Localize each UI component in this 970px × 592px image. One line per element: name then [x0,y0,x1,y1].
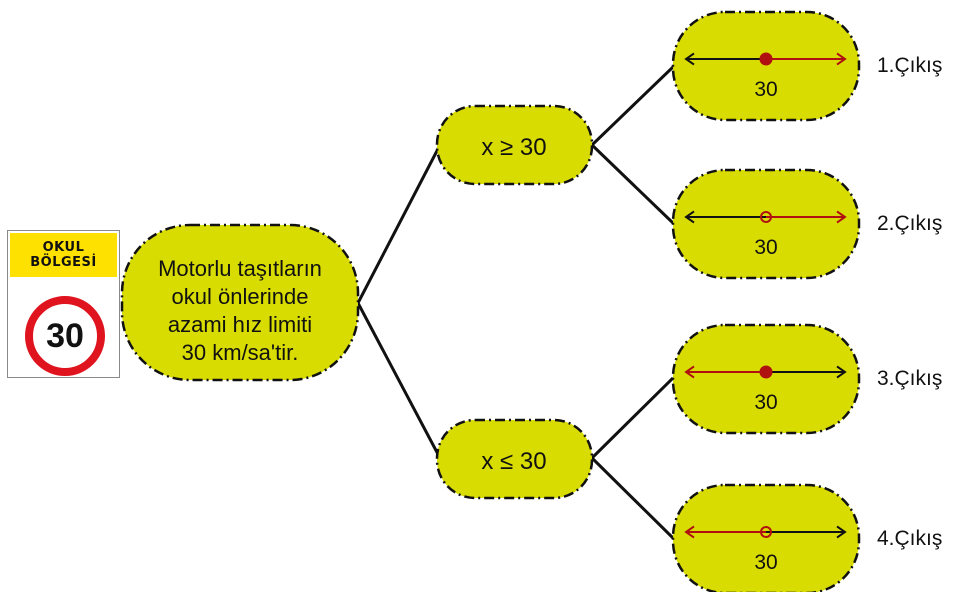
arrow-head [836,52,847,66]
connector-upper-out1 [590,65,675,147]
output-pill [671,168,861,280]
connector-root-upper [356,144,442,304]
output-node-2: 30 2.Çıkış [671,168,942,280]
output-node-1: 30 1.Çıkış [671,10,942,122]
branch-upper-pill [435,104,594,186]
output-pill [671,10,861,122]
output-value: 30 [754,236,777,259]
output-label: 3.Çıkış [877,367,942,390]
open-point [760,526,772,538]
output-pill [671,323,861,435]
sign-word-bolgesi: BÖLGESİ [30,255,97,270]
connector-lower-out4 [590,456,675,540]
arrow-head [684,365,695,379]
sign-header: OKUL BÖLGESİ [10,233,117,277]
output-label: 2.Çıkış [877,212,942,235]
root-line-3: azami hız limiti [168,312,312,337]
speed-limit-number: 30 [46,316,84,355]
connector-lower-out3 [590,376,675,460]
connectors [356,65,675,540]
output-label: 4.Çıkış [877,527,942,550]
school-zone-sign: OKUL BÖLGESİ 30 [7,230,120,378]
arrow-head [836,210,847,224]
output-pill [671,483,861,592]
branch-lower-pill [435,418,594,500]
branch-upper: x ≥ 30 [435,104,594,186]
connector-root-lower [356,302,442,459]
open-point [760,211,772,223]
speed-limit-circle: 30 [25,296,105,376]
output-value: 30 [754,78,777,101]
root-node: Motorlu taşıtların okul önlerinde azami … [120,223,360,382]
arrow-head [684,210,695,224]
root-line-1: Motorlu taşıtların [158,256,322,281]
output-node-4: 30 4.Çıkış [671,483,942,592]
output-value: 30 [754,391,777,414]
branch-lower: x ≤ 30 [435,418,594,500]
arrow-head [684,52,695,66]
sign-word-okul: OKUL [42,240,85,255]
root-line-2: okul önlerinde [172,284,309,309]
arrow-head [836,365,847,379]
output-label: 1.Çıkış [877,54,942,77]
arrow-head [684,525,695,539]
root-line-4: 30 km/sa'tir. [182,340,299,365]
closed-point [759,52,773,66]
closed-point [759,365,773,379]
output-node-3: 30 3.Çıkış [671,323,942,435]
arrow-head [836,525,847,539]
root-pill [120,223,360,382]
connector-upper-out2 [590,143,675,225]
branch-lower-condition: x ≤ 30 [481,448,546,475]
output-nodes: 30 1.Çıkış 30 2.Çıkış 30 3.Çıkış 30 4.Çıkış [671,10,942,592]
output-value: 30 [754,551,777,574]
branch-upper-condition: x ≥ 30 [481,134,546,161]
